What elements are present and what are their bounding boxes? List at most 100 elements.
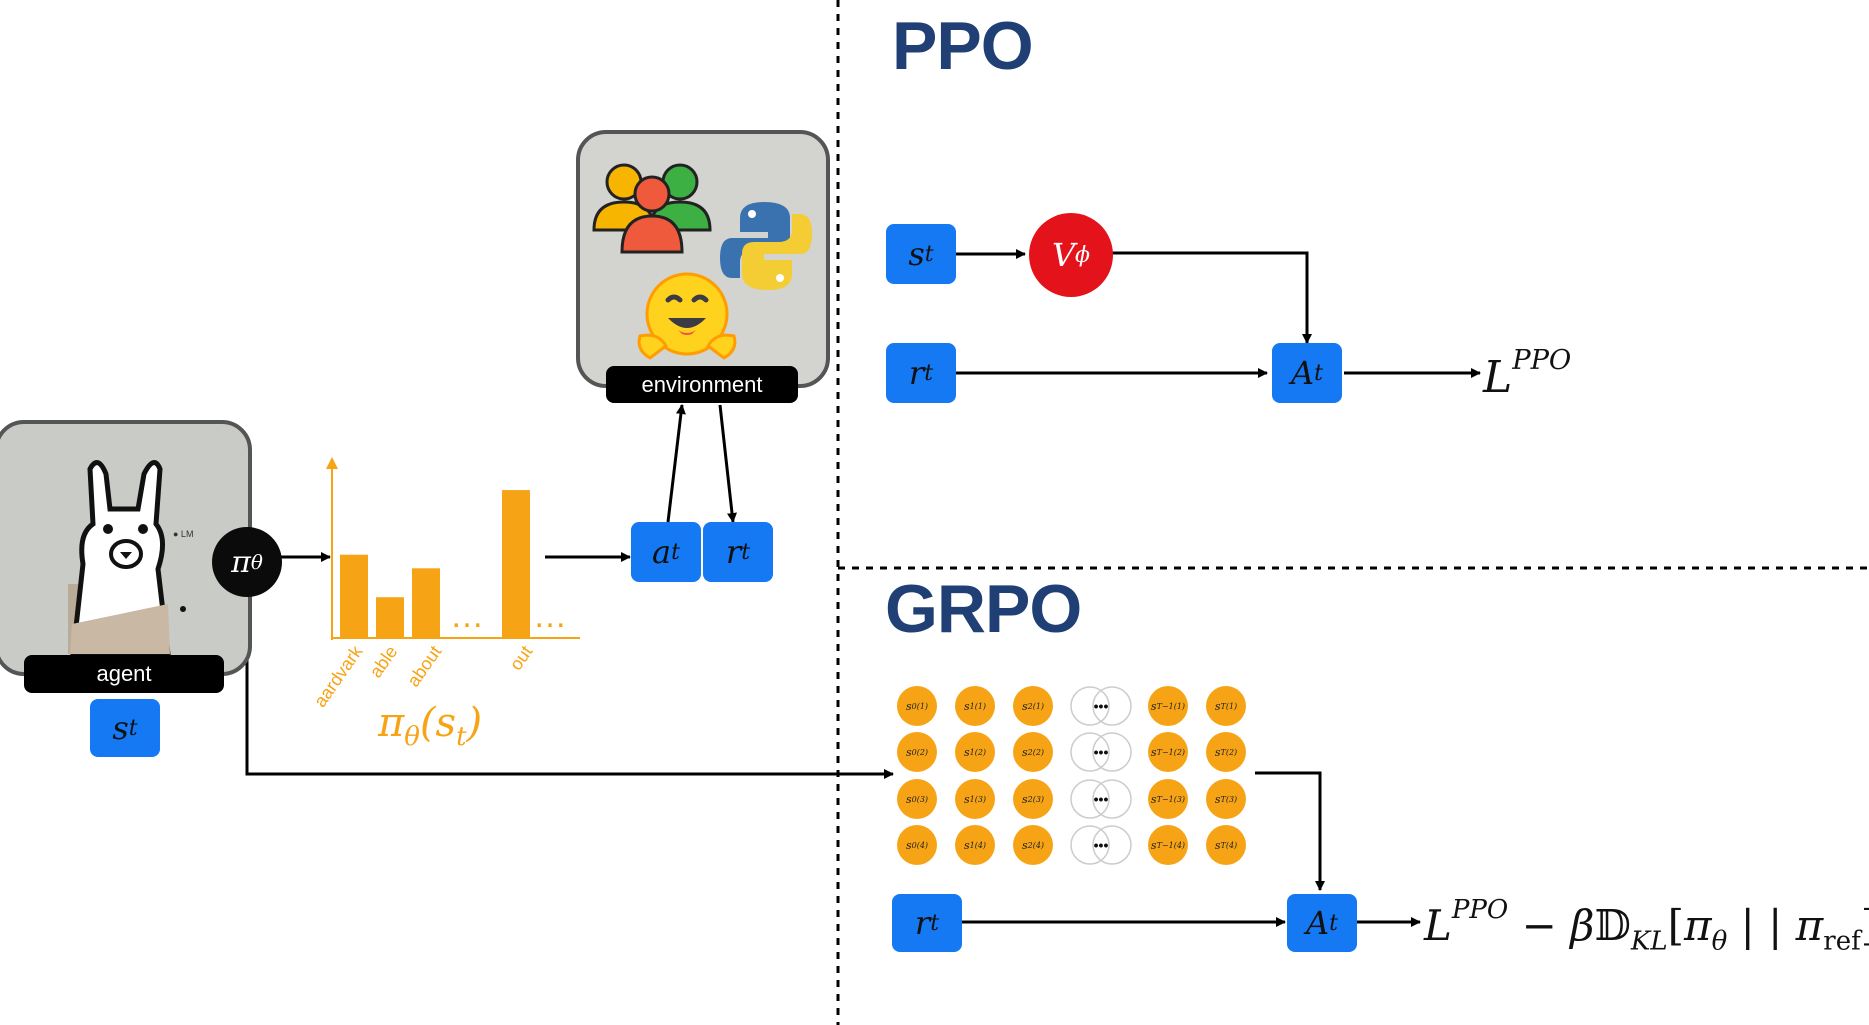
grid-token-sample: (1) <box>1225 701 1238 711</box>
ppo-advantage-symbol: A <box>1291 354 1315 392</box>
people-icon <box>592 163 712 254</box>
grpo-loss-symbol: L <box>1424 901 1452 951</box>
reward-subscript: t <box>741 539 751 565</box>
agent-state-subscript: t <box>128 715 138 741</box>
dist-y-axis-arrowhead <box>326 457 338 469</box>
grid-token-sample: (1) <box>974 701 987 711</box>
grid-ellipsis: ••• <box>1070 732 1132 772</box>
grid-token-symbol: s <box>1150 792 1157 806</box>
grid-token-sample: (3) <box>916 794 929 804</box>
policy-dist-label: πθ(st) <box>378 700 482 752</box>
grid-token-symbol: s <box>905 699 912 713</box>
dist-bar-aardvark <box>340 554 368 638</box>
value-symbol: V <box>1051 236 1076 274</box>
grid-token-index: 1 <box>969 840 975 850</box>
grid-token-sample: (3) <box>974 794 987 804</box>
grid-token-symbol: s <box>1021 838 1028 852</box>
grid-token-index: 2 <box>1027 701 1033 711</box>
grid-token-symbol: s <box>905 838 912 852</box>
dist-ellipsis-1: … <box>450 597 484 635</box>
ppo-loss-superscript: PPO <box>1512 345 1572 376</box>
grid-token-index: 1 <box>969 794 975 804</box>
grid-token-sample: (2) <box>1225 747 1238 757</box>
grid-token-sample: (4) <box>974 840 987 850</box>
grid-token-index: 1 <box>969 701 975 711</box>
grid-token-sample: (2) <box>916 747 929 757</box>
kl-pi-ref: π <box>1795 901 1824 951</box>
grid-token-symbol: s <box>1021 792 1028 806</box>
grid-token-index: 0 <box>911 840 917 850</box>
grpo-loss: LPPO − β𝔻KL[πθ | | πref] <box>1424 895 1869 957</box>
ppo-loss-symbol: L <box>1483 352 1513 404</box>
hugging-face-icon <box>637 272 737 360</box>
grid-token-symbol: s <box>1214 838 1221 852</box>
kl-minus-beta: − β <box>1508 901 1595 951</box>
grid-token-index: T <box>1220 840 1226 850</box>
kl-ref: ref <box>1823 926 1861 957</box>
grid-token-index: T−1 <box>1156 701 1174 711</box>
grid-token-symbol: s <box>1150 745 1157 759</box>
grid-ellipsis-text: ••• <box>1093 791 1109 807</box>
grid-token-sample: (1) <box>1173 701 1186 711</box>
grid-token-symbol: s <box>905 745 912 759</box>
grid-token-index: 2 <box>1027 840 1033 850</box>
grid-token-sample: (3) <box>1173 794 1186 804</box>
policy-pi: π <box>231 544 251 580</box>
grid-token-index: T−1 <box>1156 747 1174 757</box>
grid-ellipsis: ••• <box>1070 779 1132 819</box>
grid-token-index: T <box>1220 701 1226 711</box>
environment-label: environment <box>606 366 798 403</box>
grid-token-symbol: s <box>963 792 970 806</box>
grid-token-sample: (1) <box>916 701 929 711</box>
policy-theta: θ <box>250 550 263 574</box>
grid-token-symbol: s <box>1150 699 1157 713</box>
agent-panel: ● LM <box>0 420 252 676</box>
grid-token-sample: (4) <box>1225 840 1238 850</box>
grid-token-sample: (2) <box>1032 747 1045 757</box>
ppo-state-subscript: t <box>924 241 934 267</box>
grid-token-sample: (2) <box>974 747 987 757</box>
environment-panel <box>576 130 830 388</box>
dist-bar-about <box>412 568 440 638</box>
kl-pi: π <box>1684 901 1712 951</box>
grid-token-symbol: s <box>963 699 970 713</box>
kl-close-bracket: ] <box>1861 901 1869 950</box>
grid-ellipsis-text: ••• <box>1093 744 1109 760</box>
ppo-loss: LPPO <box>1483 345 1571 403</box>
grid-token-index: T <box>1220 794 1226 804</box>
dist-bar-out <box>502 490 530 638</box>
kl-d-symbol: 𝔻 <box>1594 901 1631 951</box>
grid-token-index: T−1 <box>1156 840 1174 850</box>
grid-token-symbol: s <box>963 745 970 759</box>
grid-token-symbol: s <box>1150 838 1157 852</box>
reward-symbol: r <box>725 533 742 571</box>
grid-token-symbol: s <box>1021 745 1028 759</box>
grid-token-index: 0 <box>911 794 917 804</box>
grid-token-sample: (4) <box>1032 840 1045 850</box>
kl-separator: | | <box>1727 901 1796 951</box>
grid-token-sample: (4) <box>1173 840 1186 850</box>
kl-open-bracket: [ <box>1667 901 1684 951</box>
grid-token-index: 2 <box>1027 747 1033 757</box>
